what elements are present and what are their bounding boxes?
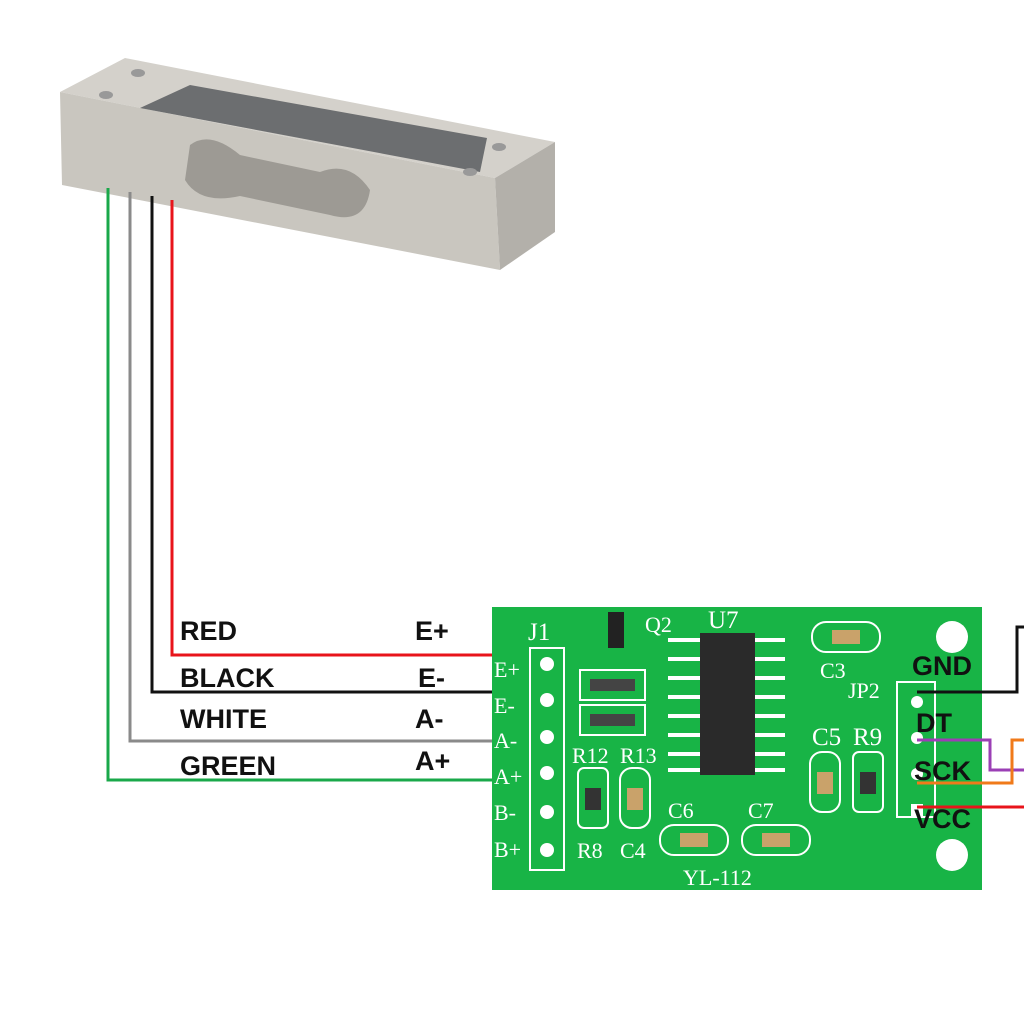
j1-pin-label: E+ (494, 657, 520, 682)
component-label: C3 (820, 658, 846, 683)
dt-wire (917, 738, 1024, 772)
vcc-label: VCC (914, 804, 971, 834)
sck-label: SCK (914, 756, 972, 786)
green-wire (106, 188, 545, 782)
wire-color-label: RED (180, 616, 237, 646)
component-label: C7 (748, 798, 774, 823)
component-label: C5 (812, 724, 841, 751)
red-wire (170, 200, 545, 657)
load-cell (60, 58, 555, 270)
q2-label: Q2 (645, 612, 672, 637)
j1-pin-label: A+ (494, 764, 522, 789)
wire-pin-label: E+ (415, 616, 449, 646)
wire-color-label: BLACK (180, 663, 275, 693)
component-label: C6 (668, 798, 694, 823)
j1-label: J1 (528, 619, 550, 646)
j1-pin-label: B- (494, 800, 516, 825)
gnd-wire (917, 625, 1024, 694)
component-label: R8 (577, 838, 603, 863)
wire-color-label: GREEN (180, 751, 276, 781)
sck-wire (917, 738, 1024, 785)
jp2-label: JP2 (848, 678, 880, 703)
j1-pin-label: B+ (494, 837, 521, 862)
component-label: R12 (572, 743, 609, 768)
dt-label: DT (916, 708, 952, 738)
black-wire (150, 196, 545, 694)
j1-pin-label: A- (494, 728, 517, 753)
wire-pin-label: A- (415, 704, 444, 734)
j1-pin-label: E- (494, 693, 515, 718)
board-model-label: YL-112 (683, 865, 752, 890)
gnd-label: GND (912, 651, 972, 681)
white-wire (128, 192, 545, 743)
hx711-board (492, 607, 982, 890)
component-label: R13 (620, 743, 657, 768)
wire-pin-label: A+ (415, 746, 450, 776)
wire-pin-label: E- (418, 663, 445, 693)
hx711-chip (700, 633, 755, 775)
component-label: C4 (620, 838, 646, 863)
component-label: R9 (853, 724, 882, 751)
u7-label: U7 (708, 607, 739, 634)
wire-color-label: WHITE (180, 704, 267, 734)
